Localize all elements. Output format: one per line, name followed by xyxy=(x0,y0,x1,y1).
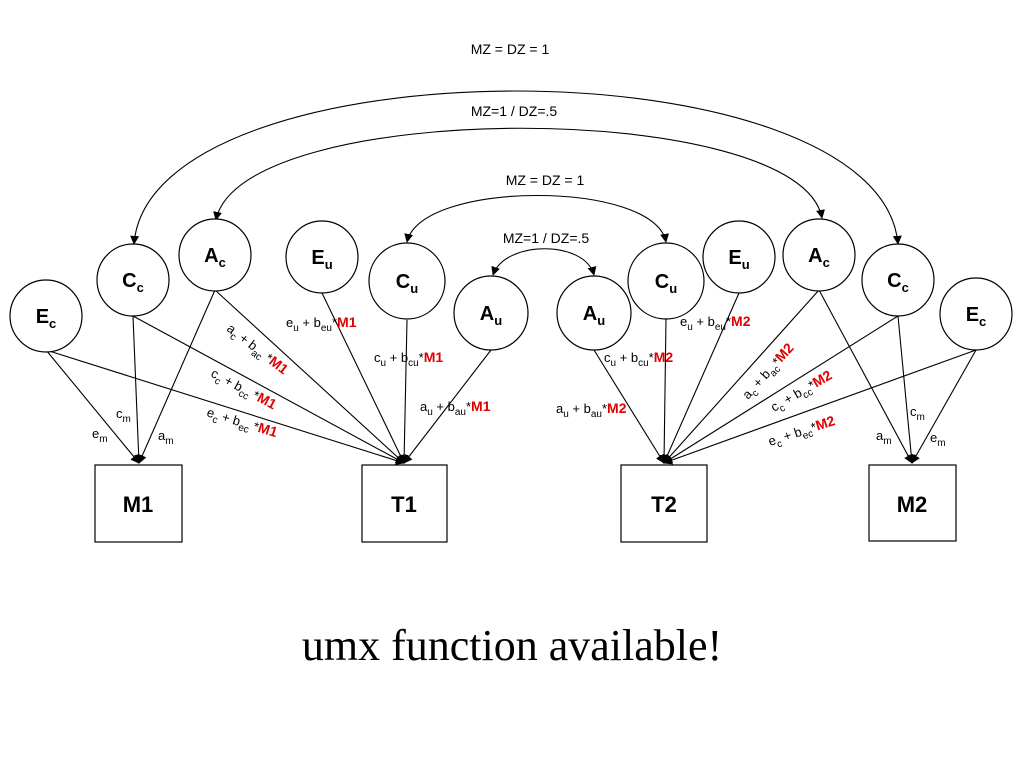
edge-ac-m1 xyxy=(138,289,216,464)
node-cc-right: Cc xyxy=(861,243,935,317)
svg-text:M1: M1 xyxy=(123,492,154,517)
corr-label-outer-a: MZ=1 / DZ=.5 xyxy=(471,103,558,119)
node-ec-left: Ec xyxy=(9,279,83,353)
box-m2: M2 xyxy=(868,464,957,542)
edge-cu-t1 xyxy=(399,319,409,464)
svg-text:Cu: Cu xyxy=(396,271,418,296)
edge-ac-t2 xyxy=(663,289,820,464)
edge-ac-t1 xyxy=(214,289,405,464)
svg-text:Ac: Ac xyxy=(204,245,226,270)
label-eu-t1: eu + beu*M1 xyxy=(286,314,357,334)
box-m1: M1 xyxy=(94,464,183,543)
edge-ac-m2 xyxy=(818,289,913,464)
label-au-t2: au + bau*M2 xyxy=(556,400,627,420)
node-cc-left: Cc xyxy=(96,243,170,317)
label-am-left: am xyxy=(158,428,174,447)
edge-cc-m1 xyxy=(132,315,144,464)
label-am-right: am xyxy=(876,428,892,447)
edge-au-t1 xyxy=(403,349,492,464)
label-au-t1: au + bau*M1 xyxy=(420,398,491,418)
caption: umx function available! xyxy=(301,621,723,670)
node-au-left: Au xyxy=(453,275,529,351)
node-eu-left: Eu xyxy=(285,220,359,294)
svg-text:Eu: Eu xyxy=(311,247,332,272)
edge-cc-t2 xyxy=(663,315,899,464)
svg-text:Eu: Eu xyxy=(728,247,749,272)
edge-cc-t1 xyxy=(132,315,405,464)
edge-ec-t1 xyxy=(45,349,405,465)
label-eu-t2: eu + beu*M2 xyxy=(680,313,751,333)
label-em-right: em xyxy=(930,430,946,449)
svg-text:T2: T2 xyxy=(651,492,677,517)
node-ac-left: Ac xyxy=(178,218,252,292)
node-ac-right: Ac xyxy=(782,218,856,292)
svg-text:Cu: Cu xyxy=(655,271,677,296)
edge-eu-t1 xyxy=(321,292,405,464)
label-ec-t2: ec + bec*M2 xyxy=(766,412,838,453)
edge-eu-t2 xyxy=(663,292,740,464)
box-t1: T1 xyxy=(361,464,448,543)
edge-cc-m2 xyxy=(897,315,916,464)
corr-label-inner-a: MZ=1 / DZ=.5 xyxy=(503,230,590,246)
svg-text:Ec: Ec xyxy=(966,304,987,329)
corr-label-outer-c: MZ = DZ = 1 xyxy=(471,41,550,57)
label-cc-t1: cc + bcc *M1 xyxy=(207,365,280,416)
corr-arc-outer-c xyxy=(130,90,902,245)
svg-text:T1: T1 xyxy=(391,492,417,517)
svg-text:Au: Au xyxy=(480,303,502,328)
label-ec-t1: ec + bec *M1 xyxy=(204,404,280,445)
corr-label-inner-c: MZ = DZ = 1 xyxy=(506,172,585,188)
edge-ec-m2 xyxy=(911,349,977,464)
node-au-right: Au xyxy=(556,275,632,351)
corr-arc-inner-c xyxy=(404,194,669,243)
svg-text:Ec: Ec xyxy=(36,306,57,331)
label-cm-left: cm xyxy=(116,406,131,425)
svg-text:Cc: Cc xyxy=(887,270,909,295)
corr-arc-outer-a xyxy=(213,127,825,221)
box-t2: T2 xyxy=(620,464,708,543)
edge-ec-m1 xyxy=(45,349,140,464)
node-eu-right: Eu xyxy=(702,220,776,294)
label-cu-t2: cu + bcu*M2 xyxy=(604,349,673,369)
node-ec-right: Ec xyxy=(939,277,1013,351)
edge-cu-t2 xyxy=(659,317,669,464)
svg-text:Au: Au xyxy=(583,303,605,328)
edge-ec-t2 xyxy=(663,349,977,465)
corr-arc-inner-a xyxy=(491,248,597,276)
label-em-left: em xyxy=(92,426,108,445)
svg-text:Ac: Ac xyxy=(808,245,830,270)
node-cu-left: Cu xyxy=(368,242,446,320)
label-cu-t1: cu + bcu*M1 xyxy=(374,349,443,369)
label-cm-right: cm xyxy=(910,404,925,423)
edge-au-t2 xyxy=(593,349,665,464)
node-cu-right: Cu xyxy=(627,242,705,320)
svg-text:Cc: Cc xyxy=(122,270,144,295)
svg-text:M2: M2 xyxy=(897,492,928,517)
